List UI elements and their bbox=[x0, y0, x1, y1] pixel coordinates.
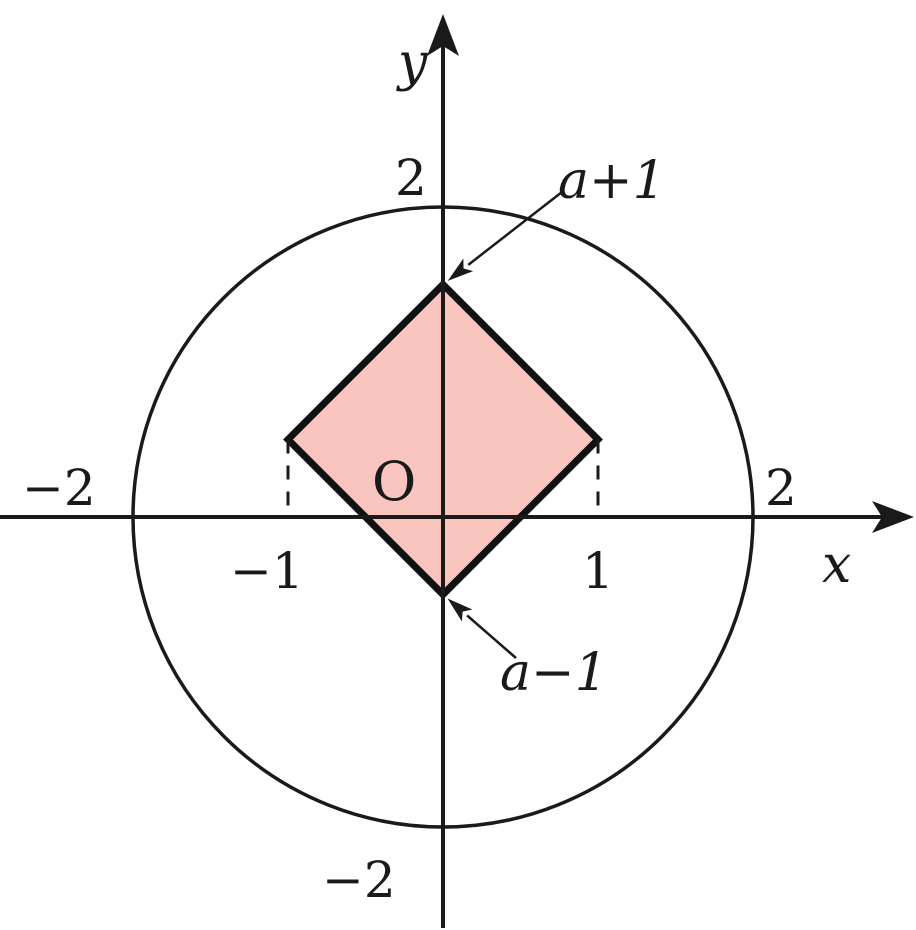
tick-label-x-2: 2 bbox=[765, 459, 797, 517]
tick-label-y-neg2: −2 bbox=[322, 851, 396, 909]
y-axis-label: y bbox=[396, 33, 428, 93]
pointer-bottom-arrowhead bbox=[447, 598, 473, 622]
x-axis-arrowhead bbox=[872, 501, 914, 533]
pointer-top-vertex bbox=[467, 191, 563, 266]
pointer-top-arrowhead bbox=[447, 258, 474, 281]
tick-label-y-2: 2 bbox=[395, 149, 427, 207]
x-axis-label: x bbox=[822, 535, 851, 595]
tick-label-x-neg2: −2 bbox=[22, 459, 96, 517]
origin-label: O bbox=[372, 450, 416, 513]
y-axis-arrowhead bbox=[427, 14, 459, 56]
tick-label-x-neg1: −1 bbox=[230, 542, 304, 600]
tick-label-x-1: 1 bbox=[582, 542, 614, 600]
pointer-bottom-vertex bbox=[466, 614, 517, 659]
annotation-bottom-vertex: a−1 bbox=[500, 643, 608, 703]
annotation-top-vertex: a+1 bbox=[558, 151, 666, 211]
